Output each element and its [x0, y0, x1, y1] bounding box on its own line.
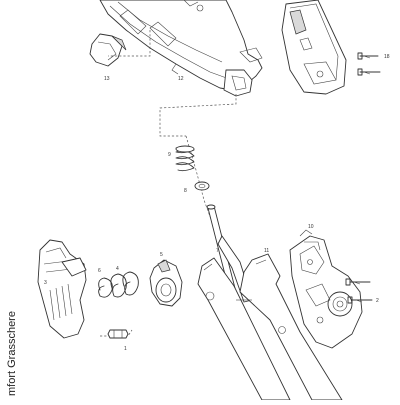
callout-label: 1: [124, 346, 127, 352]
callout-label: 6: [98, 268, 101, 274]
callouts: 3 4 5 6 7 8 9 10 11 12 13 18 1 2: [44, 54, 390, 352]
gear-housing: [289, 229, 363, 349]
callout-label: 11: [264, 248, 269, 254]
callout-label: 4: [116, 266, 119, 272]
torsion-springs: [98, 271, 139, 298]
assembly-line-main: [159, 94, 237, 137]
callout-label: 8: [184, 188, 187, 194]
callout-label: 2: [376, 298, 379, 304]
callout-label: 13: [104, 76, 110, 82]
cam-wheel: [149, 259, 183, 307]
callout-label: 3: [44, 280, 47, 286]
side-screws: [345, 278, 373, 304]
callout-label: 7: [216, 248, 219, 254]
callout-label: 9: [168, 152, 171, 158]
compression-spring: [175, 145, 195, 172]
callout-label: 12: [178, 76, 184, 82]
callout-label: 18: [384, 54, 390, 60]
battery-cover: [281, 0, 347, 95]
handle-cap: [37, 239, 87, 339]
page-title: mfort Grasschere: [6, 311, 18, 396]
top-screws: [357, 52, 381, 76]
callout-label: 5: [160, 252, 163, 258]
assembly-line-left: [108, 30, 151, 57]
callout-label: 10: [308, 224, 314, 230]
trigger-button: [89, 33, 127, 67]
handle-housing: [99, 0, 263, 97]
pin: [107, 329, 129, 339]
washer: [194, 181, 210, 191]
